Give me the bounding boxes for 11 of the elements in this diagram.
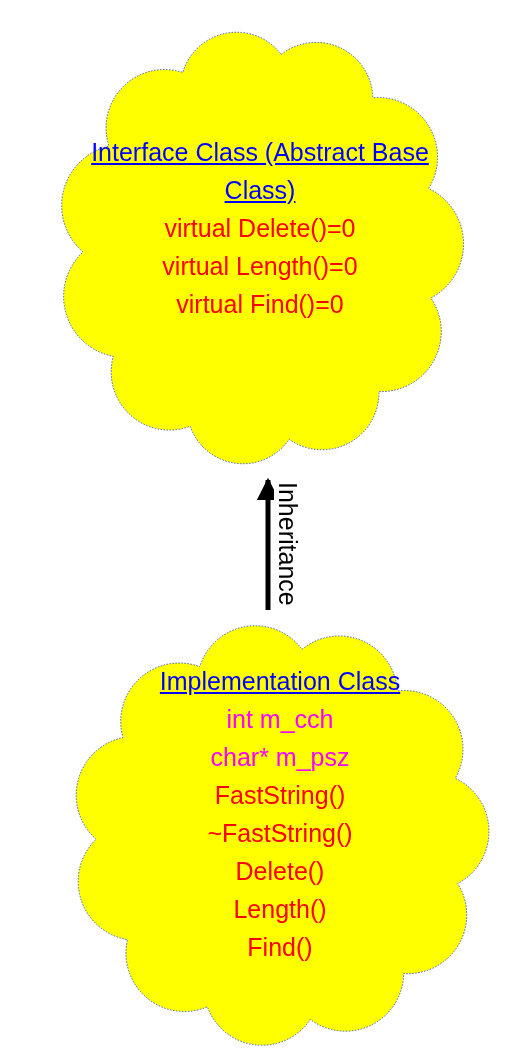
- member-variable: char* m_psz: [210, 742, 350, 773]
- method-name: virtual Delete()=0: [164, 213, 356, 244]
- method-name: virtual Length()=0: [162, 251, 358, 282]
- method-name: Find(): [247, 932, 313, 963]
- method-name: Length(): [233, 894, 327, 925]
- method-name: ~FastString(): [207, 818, 353, 849]
- method-name: virtual Find()=0: [176, 289, 344, 320]
- member-variable: int m_cch: [226, 704, 334, 735]
- method-name: Delete(): [235, 856, 325, 887]
- method-name: FastString(): [214, 780, 346, 811]
- class-heading: Interface Class (Abstract Base Class): [90, 137, 430, 206]
